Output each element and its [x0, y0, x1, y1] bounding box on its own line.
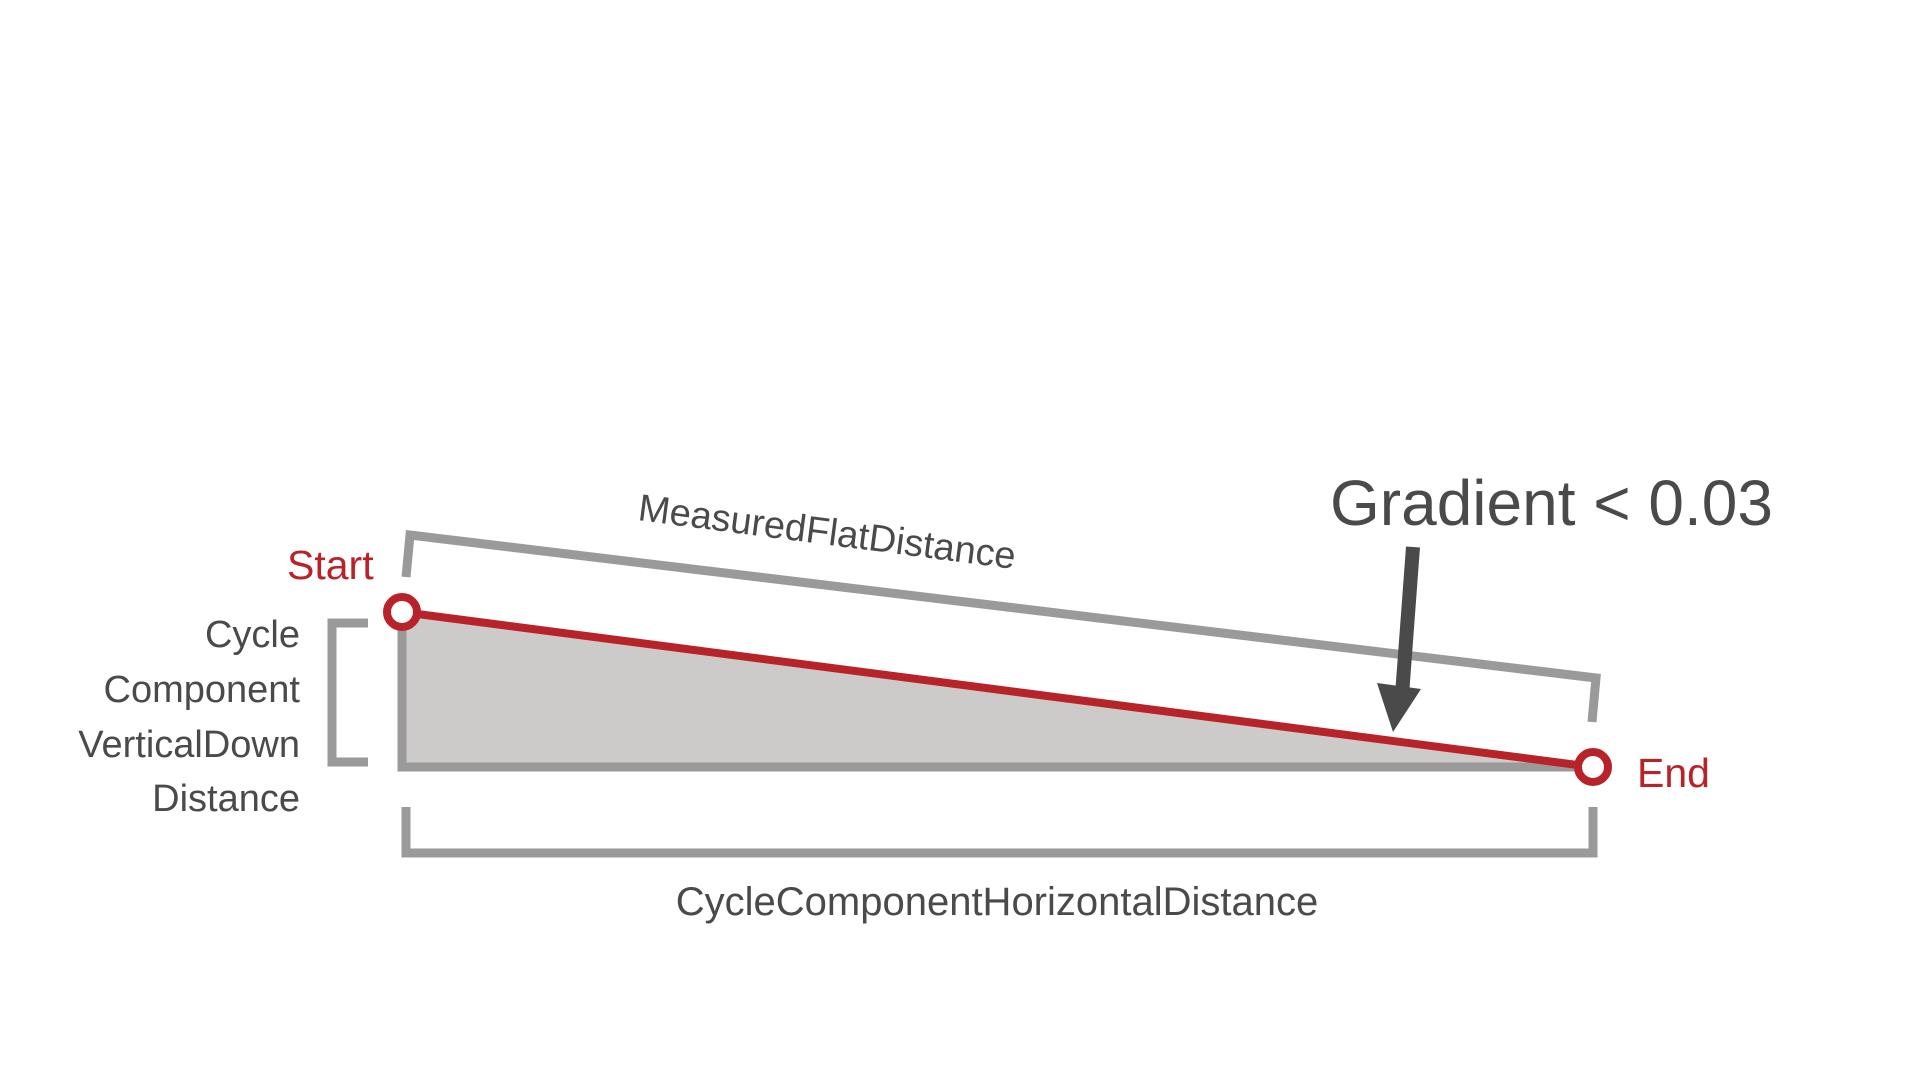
- end-point: [1574, 748, 1612, 786]
- vertical-distance-line-2: Component: [104, 669, 301, 711]
- horizontal-distance-label: CycleComponentHorizontalDistance: [676, 880, 1319, 924]
- horizontal-distance-bracket: [401, 807, 1598, 858]
- start-label: Start: [287, 542, 374, 588]
- end-label: End: [1637, 750, 1710, 796]
- vertical-distance-line-4: Distance: [152, 778, 300, 820]
- gradient-arrow-shaft: [1395, 546, 1420, 696]
- vertical-distance-bracket: [327, 618, 368, 767]
- triangle-legs: [397, 612, 1593, 772]
- slope-line: [401, 608, 1594, 771]
- vertical-distance-line-3: VerticalDown: [78, 724, 300, 766]
- vertical-distance-line-1: Cycle: [205, 614, 300, 656]
- measured-flat-distance-bracket: [401, 529, 1601, 723]
- start-point: [383, 593, 421, 631]
- gradient-arrow-head: [1377, 683, 1421, 732]
- gradient-label: Gradient < 0.03: [1330, 467, 1773, 539]
- measured-flat-distance-label: MeasuredFlatDistance: [636, 487, 1018, 578]
